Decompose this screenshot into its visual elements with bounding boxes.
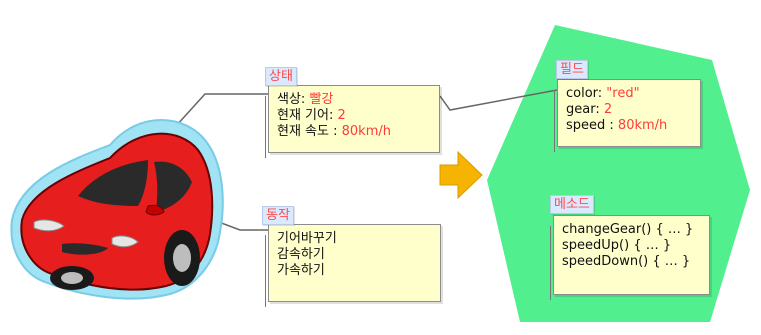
method-box: changeGear() { … } speedUp() { … } speed… [550,215,710,300]
field-connector-line [439,89,558,111]
field-gear-label: gear: [566,102,604,117]
field-speed-label: speed : [566,118,618,133]
method-line-3: speedDown() { … } [562,254,691,269]
car-icon [10,119,224,300]
state-speed-label: 현재 속도 : [277,124,342,139]
field-tag: 필드 [556,60,588,79]
state-box: 색상: 빨강 현재 기어: 2 현재 속도 : 80km/h [265,85,440,158]
state-gear-value: 2 [337,108,346,123]
field-gear-line: gear: 2 [566,102,700,118]
field-color-label: color: [566,86,607,101]
field-color-line: color: "red" [566,86,700,102]
field-gear-value: 2 [603,102,613,117]
action-tag: 동작 [262,206,294,225]
field-speed-value: 80km/h [617,118,668,133]
field-color-value: "red" [606,86,640,101]
action-box: 기어바꾸기 감속하기 가속하기 [265,224,441,307]
state-gear-label: 현재 기어: [277,108,338,123]
state-speed-line: 현재 속도 : 80km/h [277,124,439,140]
state-color-label: 색상: [277,92,310,107]
state-color-line: 색상: 빨강 [277,92,439,108]
state-connector-line [155,93,268,149]
action-connector-line [191,211,268,231]
action-line-1: 기어바꾸기 [277,231,337,246]
method-tag: 메소드 [550,195,594,214]
field-box: color: "red" gear: 2 speed : 80km/h [554,79,701,152]
action-line-3: 가속하기 [277,263,325,278]
action-line-2: 감속하기 [277,247,325,262]
method-line-1: changeGear() { … } [562,222,694,237]
state-gear-line: 현재 기어: 2 [277,108,439,124]
method-line-2: speedUp() { … } [562,238,672,253]
right-arrow-icon [439,150,483,200]
state-speed-value: 80km/h [341,124,391,139]
state-tag: 상태 [265,67,297,86]
field-speed-line: speed : 80km/h [566,118,700,134]
state-color-value: 빨강 [309,92,334,107]
